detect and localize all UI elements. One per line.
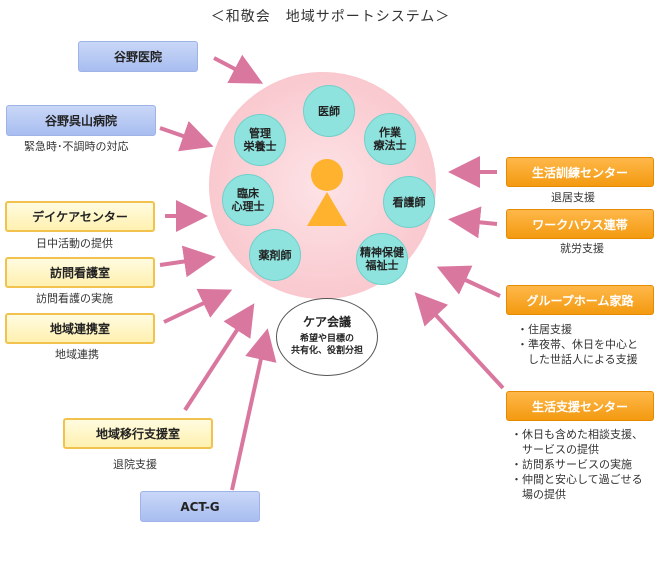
note-workhouse-rentai: 就労支援 [560,242,604,255]
arrow-community-link [163,288,233,324]
box-community-link: 地域連携室 [5,313,155,344]
role-nurse: 看護師 [383,176,435,228]
arrow-life-support [414,292,505,390]
box-tanino-clinic: 谷野医院 [78,41,198,72]
arrow-tanino-hospital [159,121,214,152]
arrow-grouphome [436,265,501,298]
note-line: ・仲間と安心して過ごせる [511,473,643,486]
care-meeting-sub1: 希望や目標の [299,334,354,344]
note-line: ・休日も含めた相談支援、 [511,428,643,441]
box-workhouse-rentai: ワークハウス連帯 [506,209,654,239]
note-line: ・住居支援 [517,323,572,336]
note-line: ・準夜帯、休日を中心と [517,338,638,351]
note-line: した世話人による支援 [517,353,638,366]
box-transition-support: 地域移行支援室 [63,418,213,449]
note-line: サービスの提供 [511,443,599,456]
note-line: 場の提供 [511,488,566,501]
note-life-training-center: 退居支援 [551,191,595,204]
care-meeting-sub2: 共有化、役割分担 [290,346,363,356]
box-life-support-center: 生活支援センター [506,391,654,421]
notes-grouphome-ieji: ・住居支援 ・準夜帯、休日を中心と した世話人による支援 [517,322,638,367]
arrow-tanino-clinic [213,54,264,84]
arrow-actg [230,328,277,491]
person-body-icon [307,192,347,226]
note-community-link: 地域連携 [55,348,99,361]
care-meeting-circle: ケア会議 希望や目標の 共有化、役割分担 [276,298,378,376]
arrow-workhouse [448,206,498,239]
person-head-icon [311,159,343,191]
role-psychiatric-social-worker: 精神保健 福祉士 [356,233,408,285]
role-pharmacist: 薬剤師 [249,229,301,281]
box-life-training-center: 生活訓練センター [506,157,654,187]
arrow-transition-support [183,303,255,412]
box-act-g: ACT-G [140,491,260,522]
role-clinical-psychologist: 臨床 心理士 [222,174,274,226]
note-daycare-center: 日中活動の提供 [36,237,113,250]
note-tanino-kureyama-hospital: 緊急時･不調時の対応 [24,140,129,153]
arrow-visiting-nurse [159,245,216,278]
role-doctor: 医師 [303,85,355,137]
diagram-title: ＜和敬会 地域サポートシステム＞ [210,9,451,25]
box-visiting-nurse: 訪問看護室 [5,257,155,288]
note-visiting-nurse: 訪問看護の実施 [36,292,113,305]
role-occupational-therapist: 作業 療法士 [364,113,416,165]
box-tanino-kureyama-hospital: 谷野呉山病院 [6,105,156,136]
box-daycare-center: デイケアセンター [5,201,155,232]
note-line: ・訪問系サービスの実施 [511,458,632,471]
box-grouphome-ieji: グループホーム家路 [506,285,654,315]
care-meeting-title: ケア会議 [302,315,351,329]
note-transition-support: 退院支援 [113,458,157,471]
role-dietitian: 管理 栄養士 [234,114,286,166]
notes-life-support-center: ・休日も含めた相談支援、 サービスの提供 ・訪問系サービスの実施 ・仲間と安心し… [511,427,643,502]
